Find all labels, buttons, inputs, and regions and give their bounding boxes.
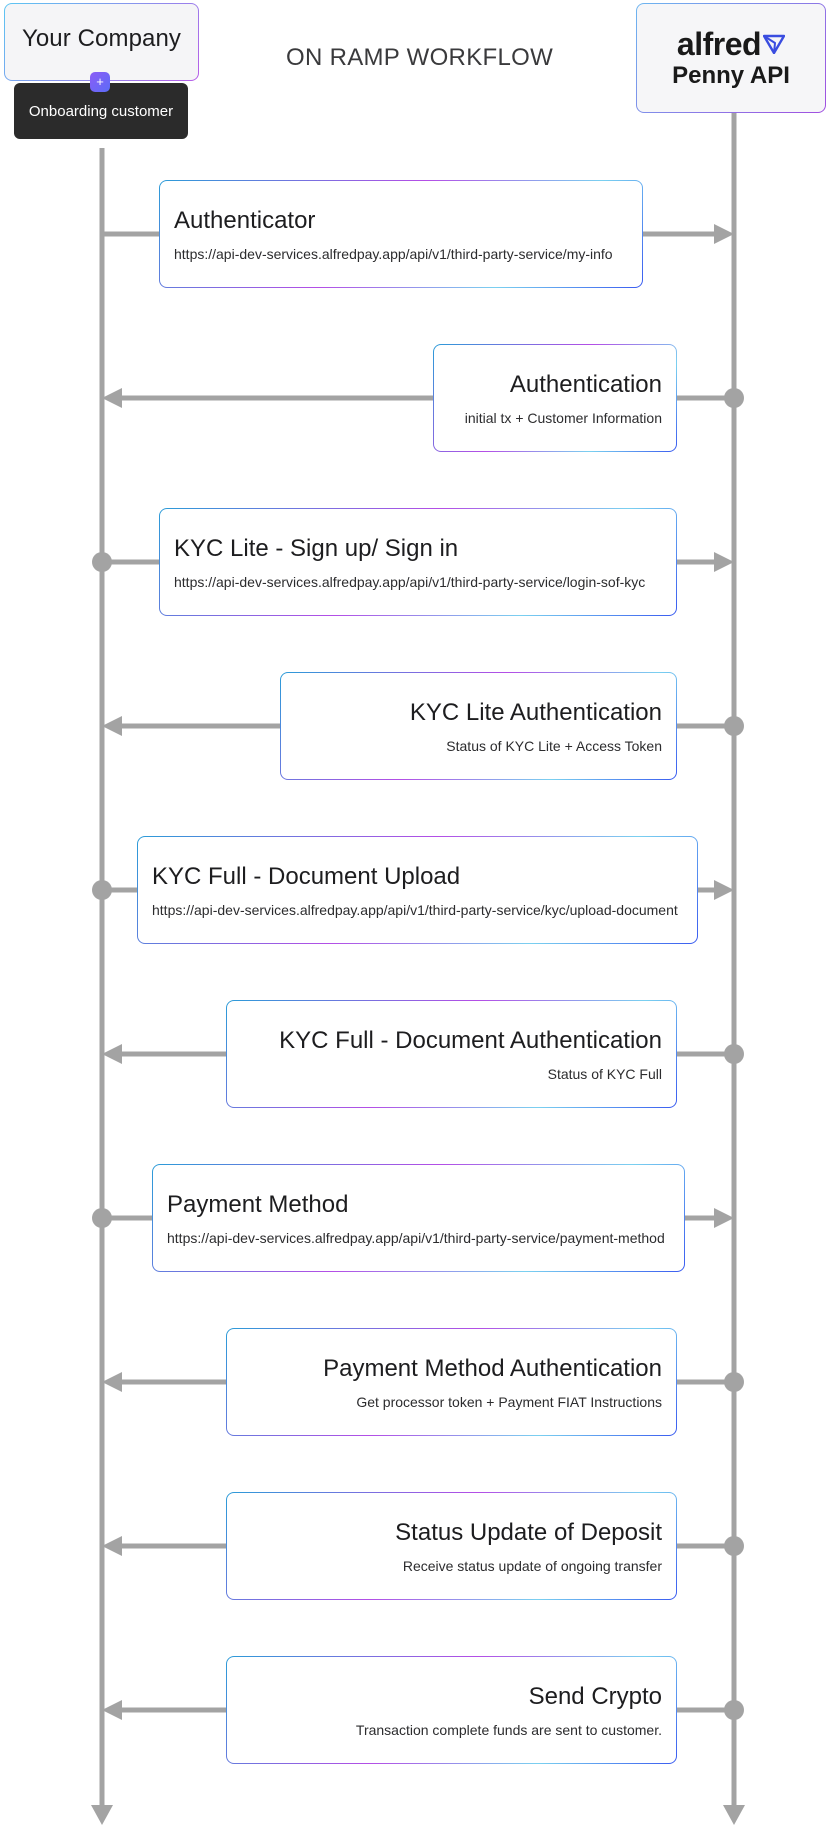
arrowhead-left <box>102 1044 122 1064</box>
message-subtitle: initial tx + Customer Information <box>464 410 662 426</box>
product-name: Penny API <box>672 62 790 89</box>
alfred-logo: alfred <box>637 26 825 63</box>
tooltip-onboarding: Onboarding customer <box>14 83 188 139</box>
paper-plane-icon <box>763 34 786 54</box>
message-title: Authenticator <box>174 207 316 234</box>
message-box: KYC Lite Authentication Status of KYC Li… <box>280 672 677 780</box>
message-subtitle: Receive status update of ongoing transfe… <box>402 1558 662 1574</box>
message-subtitle: https://api-dev-services.alfredpay.app/a… <box>174 574 646 590</box>
diagram-title: ON RAMP WORKFLOW <box>286 44 554 71</box>
arrowhead-right <box>714 1208 734 1228</box>
add-badge-button[interactable]: + <box>90 72 110 92</box>
message-box: Status Update of Deposit Receive status … <box>226 1492 677 1600</box>
message-box: KYC Full - Document Upload https://api-d… <box>137 836 698 944</box>
message-title: Send Crypto <box>528 1683 662 1710</box>
message-subtitle: Get processor token + Payment FIAT Instr… <box>356 1394 662 1410</box>
message-title: Status Update of Deposit <box>395 1519 662 1546</box>
message-subtitle: Status of KYC Lite + Access Token <box>446 738 662 754</box>
arrowhead-right <box>714 880 734 900</box>
message-box: Authenticator https://api-dev-services.a… <box>159 180 643 288</box>
arrowhead-left <box>102 388 122 408</box>
message-box: Payment Method Authentication Get proces… <box>226 1328 677 1436</box>
message-title: KYC Full - Document Upload <box>152 863 461 890</box>
message-box: Authentication initial tx + Customer Inf… <box>433 344 677 452</box>
message-title: KYC Full - Document Authentication <box>279 1027 662 1054</box>
message-title: Authentication <box>509 371 662 398</box>
message-subtitle: Status of KYC Full <box>547 1066 662 1082</box>
message-title: KYC Lite - Sign up/ Sign in <box>174 535 459 562</box>
actor-penny-api: alfred Penny API <box>636 3 826 113</box>
arrowhead-right <box>714 552 734 572</box>
brand-name: alfred <box>676 26 762 62</box>
message-subtitle: Transaction complete funds are sent to c… <box>355 1722 662 1738</box>
message-box: KYC Lite - Sign up/ Sign in https://api-… <box>159 508 677 616</box>
actor-your-company: Your Company <box>4 3 199 81</box>
lifeline-end-arrow <box>91 1805 113 1825</box>
message-title: Payment Method Authentication <box>323 1355 662 1382</box>
message-subtitle: https://api-dev-services.alfredpay.app/a… <box>174 246 613 262</box>
arrowhead-left <box>102 716 122 736</box>
lifeline-end-arrow <box>723 1805 745 1825</box>
arrowhead-left <box>102 1372 122 1392</box>
actor-left-name: Your Company <box>21 25 182 52</box>
message-box: Payment Method https://api-dev-services.… <box>152 1164 685 1272</box>
arrowhead-left <box>102 1536 122 1556</box>
message-subtitle: https://api-dev-services.alfredpay.app/a… <box>152 902 678 918</box>
message-box: Send Crypto Transaction complete funds a… <box>226 1656 677 1764</box>
message-title: Payment Method <box>167 1191 349 1218</box>
arrowhead-right <box>714 224 734 244</box>
arrowhead-left <box>102 1700 122 1720</box>
message-box: KYC Full - Document Authentication Statu… <box>226 1000 677 1108</box>
message-title: KYC Lite Authentication <box>409 699 662 726</box>
message-subtitle: https://api-dev-services.alfredpay.app/a… <box>167 1230 665 1246</box>
